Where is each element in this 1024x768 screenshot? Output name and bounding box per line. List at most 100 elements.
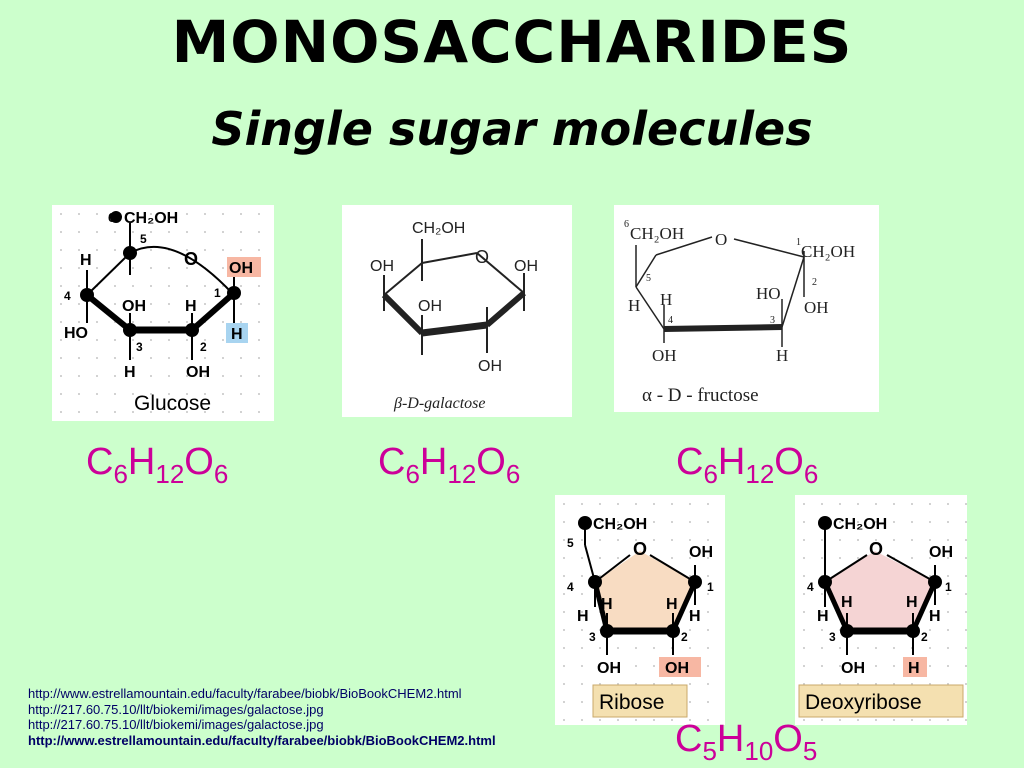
reference-link[interactable]: http://217.60.75.10/llt/biokemi/images/g… — [28, 701, 324, 717]
deoxyribose-structure: CH₂OH O OH 4 1 H H H H 3 2 OH H Deoxyrib… — [798, 516, 964, 718]
fructose-h-c5: H — [628, 296, 640, 315]
deoxyribose-caption-box — [798, 684, 964, 718]
deoxyribose-ch2oh-label: CH₂OH — [833, 516, 887, 533]
ribose-carbon-3 — [600, 624, 614, 638]
deoxyribose-carbon-1 — [928, 575, 942, 589]
glucose-h-c1: H — [231, 326, 243, 343]
ribose-h-c1: H — [689, 608, 701, 625]
fructose-num-3: 3 — [770, 315, 775, 326]
ribose-ring-oxygen: O — [633, 539, 647, 559]
glucose-oh-c1: OH — [229, 260, 253, 277]
ribose-structure: CH₂OH 5 O OH 4 1 H H H H 3 2 OH OH Ribos… — [567, 516, 714, 718]
ribose-carbon-5 — [578, 516, 592, 530]
h-highlight — [226, 323, 248, 343]
ribose-oh-c1: OH — [689, 544, 713, 561]
galactose-oh-c2: OH — [478, 358, 502, 375]
ribose-h-c2: H — [666, 596, 678, 613]
deoxyribose-ring-fill — [825, 551, 935, 631]
ribose-caption-box — [592, 684, 688, 718]
deoxyribose-num-1: 1 — [945, 580, 952, 594]
carbon-3-atom — [123, 323, 137, 337]
fructose-h-c4: H — [660, 290, 672, 309]
deoxyribose-oh-c3: OH — [841, 660, 865, 677]
deoxyribose-h-c3: H — [841, 594, 853, 611]
ribose-num-3: 3 — [589, 630, 596, 644]
galactose-structure: CH₂OH O OH OH OH OH β-D-galactose — [370, 220, 538, 412]
references-list: http://www.estrellamountain.edu/faculty/… — [28, 686, 496, 748]
glucose-num-4: 4 — [64, 289, 71, 303]
glucose-ho-c4: HO — [64, 325, 88, 342]
galactose-diagram: CH₂OH O OH OH OH OH β-D-galactose — [342, 205, 572, 417]
galactose-oh-c1: OH — [514, 258, 538, 275]
fructose-structure: 6 CH₂OH O 1 CH₂OH 5 H H 4 HO 2 OH 3 OH H… — [624, 219, 855, 406]
deoxyribose-diagram: CH₂OH O OH 4 1 H H H H 3 2 OH H Deoxyrib… — [795, 495, 967, 725]
ribose-oh-c2: OH — [665, 660, 689, 677]
ribose-carbon-1 — [688, 575, 702, 589]
deoxyribose-carbon-2 — [906, 624, 920, 638]
deoxyribose-num-3: 3 — [829, 630, 836, 644]
galactose-ring-oxygen: O — [475, 247, 489, 267]
fructose-ch2oh-c6: CH₂OH — [630, 224, 684, 243]
fructose-num-5: 5 — [646, 273, 651, 284]
glucose-h-c4-top: H — [80, 252, 92, 269]
deoxyribose-h-c2: H — [906, 594, 918, 611]
deoxyribose-carbon-5 — [818, 516, 832, 530]
ribose-num-1: 1 — [707, 580, 714, 594]
deoxyribose-h-c1: H — [929, 608, 941, 625]
fructose-diagram: 6 CH₂OH O 1 CH₂OH 5 H H 4 HO 2 OH 3 OH H… — [614, 205, 879, 412]
glucose-oh-c3: OH — [122, 298, 146, 315]
fructose-ch2oh-c1: CH₂OH — [801, 242, 855, 261]
galactose-oh-c3: OH — [418, 298, 442, 315]
galactose-formula: C6H12O6 — [378, 441, 521, 489]
fructose-ho-c3: HO — [756, 284, 781, 303]
deoxyribose-caption: Deoxyribose — [805, 691, 922, 714]
ribose-num-2: 2 — [681, 630, 688, 644]
deoxyribose-carbon-4 — [818, 575, 832, 589]
deoxyribose-num-2: 2 — [921, 630, 928, 644]
fructose-caption: α - D - fructose — [642, 385, 759, 406]
ribose-ch2oh-label: CH₂OH — [593, 516, 647, 533]
reference-link[interactable]: http://217.60.75.10/llt/biokemi/images/g… — [28, 717, 324, 732]
glucose-formula: C6H12O6 — [86, 441, 229, 489]
carbon-5-atom — [123, 246, 137, 260]
page-title: MONOSACCHARIDES — [171, 8, 853, 76]
reference-link[interactable]: http://www.estrellamountain.edu/faculty/… — [28, 686, 462, 701]
glucose-caption: Glucose — [134, 392, 211, 415]
fructose-num-4: 4 — [668, 315, 673, 326]
fructose-ring-oxygen: O — [715, 230, 727, 249]
ribose-num-5: 5 — [567, 536, 574, 550]
glucose-h-c3: H — [124, 364, 136, 381]
deoxyribose-num-4: 4 — [807, 580, 814, 594]
galactose-ch2oh-label: CH₂OH — [412, 220, 465, 237]
fructose-formula: C6H12O6 — [676, 441, 819, 489]
glucose-num-5: 5 — [140, 232, 147, 246]
glucose-oh-c2: OH — [186, 364, 210, 381]
ribose-carbon-2 — [666, 624, 680, 638]
glucose-h-c2: H — [185, 298, 197, 315]
glucose-num-1: 1 — [214, 286, 221, 300]
galactose-oh-c4: OH — [370, 258, 394, 275]
ribose-h-c4: H — [577, 608, 589, 625]
fructose-num-2: 2 — [812, 277, 817, 288]
galactose-caption: β-D-galactose — [393, 395, 486, 412]
glucose-ch2oh-label: CH₂OH — [124, 210, 178, 227]
page-subtitle: Single sugar molecules — [211, 102, 813, 156]
deoxyribose-oh-c1: OH — [929, 544, 953, 561]
ribose-oh-c3: OH — [597, 660, 621, 677]
ribose-num-4: 4 — [567, 580, 574, 594]
reference-link[interactable]: http://www.estrellamountain.edu/faculty/… — [28, 732, 496, 748]
fructose-num-6: 6 — [624, 219, 629, 230]
deoxyribose-h-c2-down: H — [908, 660, 920, 677]
deoxyribose-h-c4: H — [817, 608, 829, 625]
fructose-oh-c4: OH — [652, 346, 677, 365]
ribose-ring-fill — [595, 551, 695, 631]
glucose-diagram: 6 CH₂OH 5 O H 4 HO OH 3 H H 2 OH 1 OH H … — [52, 205, 274, 421]
pentose-formula: C5H10O5 — [675, 718, 818, 766]
glucose-num-6: 6 — [108, 210, 115, 225]
deoxyribose-h-highlight — [903, 657, 927, 677]
oh-highlight — [227, 257, 261, 277]
glucose-num-2: 2 — [200, 340, 207, 354]
deoxyribose-ring-oxygen: O — [869, 539, 883, 559]
carbon-2-atom — [185, 323, 199, 337]
fructose-num-1: 1 — [796, 237, 801, 248]
